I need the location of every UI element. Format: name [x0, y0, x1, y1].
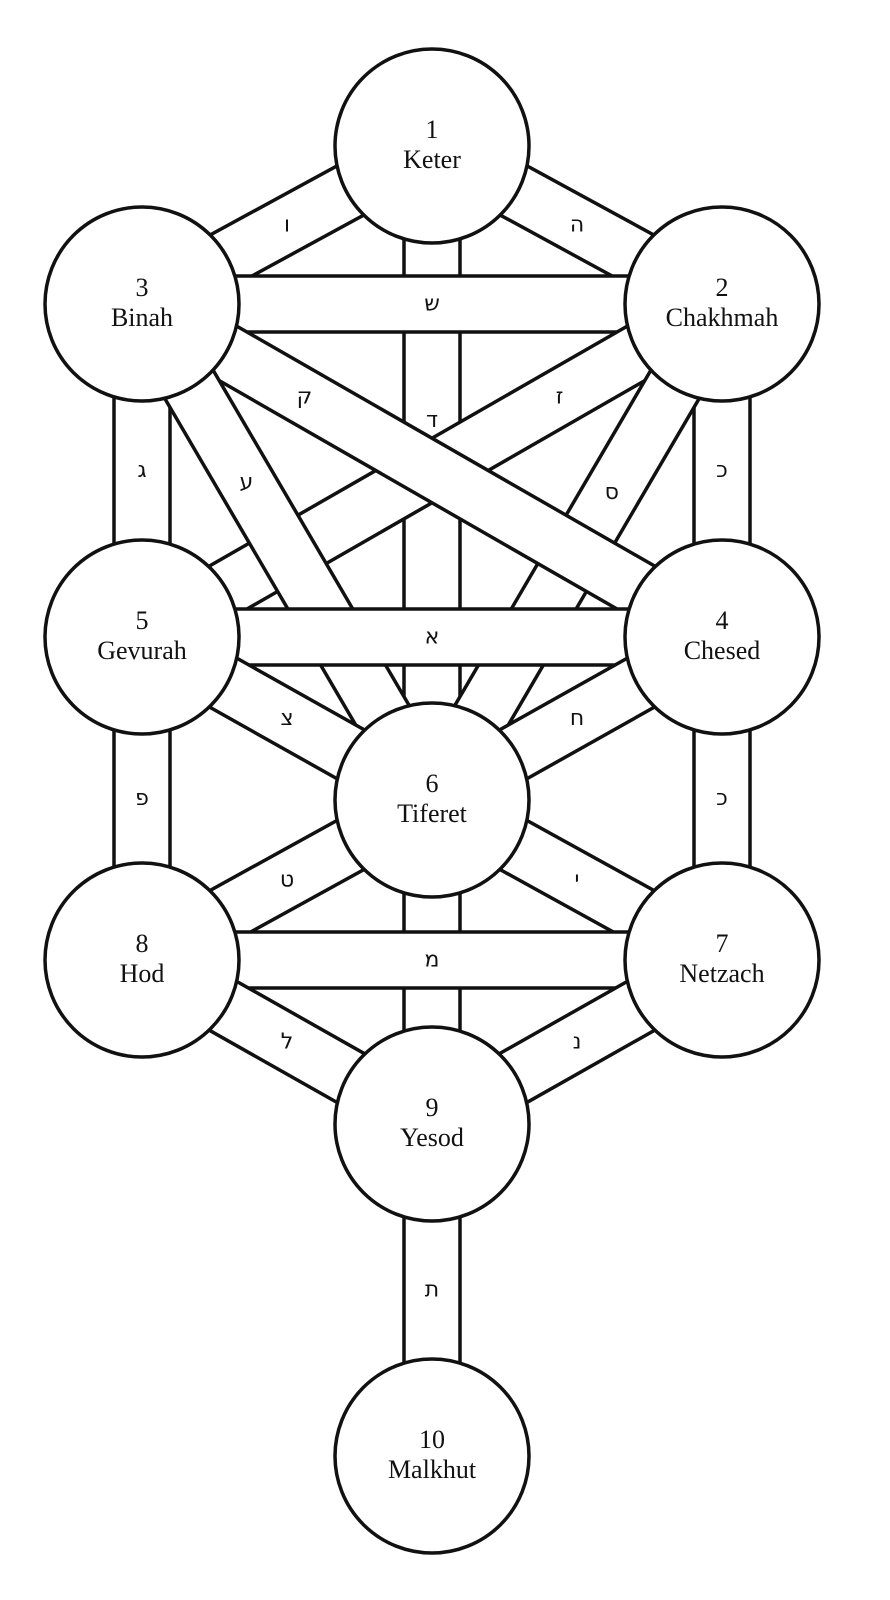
path-letter: ו: [284, 213, 290, 238]
sefirah-number: 8: [136, 929, 149, 958]
sefirah-number: 1: [426, 115, 439, 144]
sefirah-circle: [623, 538, 821, 736]
sefirah-number: 5: [136, 606, 149, 635]
path-letter: ק: [297, 385, 313, 410]
sefirah-number: 4: [716, 606, 729, 635]
path-letter: כ: [716, 458, 728, 483]
sefirah-name: Malkhut: [388, 1455, 477, 1484]
sefirah-circle: [333, 1025, 531, 1223]
sefirah-name: Chesed: [684, 636, 761, 665]
sefirah-number: 2: [716, 273, 729, 302]
sefirah-name: Binah: [111, 303, 173, 332]
sefirah-circle: [43, 538, 241, 736]
sefirah-number: 3: [136, 273, 149, 302]
sefirah-circle: [43, 861, 241, 1059]
path-letter: ט: [280, 868, 294, 893]
path-letter: ת: [425, 1278, 439, 1303]
sefirah-number: 6: [426, 769, 439, 798]
sefirah-name: Yesod: [400, 1123, 464, 1152]
sefirah-number: 10: [419, 1425, 445, 1454]
sefirah-circle: [623, 205, 821, 403]
path-letter: ד: [426, 408, 438, 433]
path-letter: י: [575, 868, 580, 893]
path-letter: ח: [570, 706, 584, 731]
path-letter: ה: [570, 213, 584, 238]
sefirah-name: Tiferet: [397, 799, 468, 828]
sefirah-name: Chakhmah: [666, 303, 779, 332]
sefirah-circle: [43, 205, 241, 403]
sefirah-circle: [333, 701, 531, 899]
sefirah-number: 9: [426, 1093, 439, 1122]
path-letter: ל: [281, 1030, 294, 1055]
path-letter: ג: [137, 458, 146, 483]
sefirah-name: Gevurah: [97, 636, 187, 665]
path-letter: ש: [424, 292, 440, 317]
sefirah-name: Hod: [120, 959, 165, 988]
sefirah-name: Keter: [403, 145, 461, 174]
path-letter: ס: [605, 480, 619, 505]
path-letter: ע: [240, 470, 254, 495]
sefirah-circle: [623, 861, 821, 1059]
path-letter: מ: [425, 948, 440, 973]
path-letter: צ: [280, 706, 293, 731]
sefirah-circle: [333, 47, 531, 245]
path-letter: פ: [135, 786, 149, 811]
path-letter: ז: [556, 385, 564, 410]
path-letter: א: [425, 625, 440, 650]
sefirah-circle: [333, 1357, 531, 1555]
sefirah-number: 7: [716, 929, 729, 958]
sefirah-name: Netzach: [679, 959, 764, 988]
path-letter: נ: [573, 1030, 582, 1055]
path-letter: כ: [716, 786, 728, 811]
